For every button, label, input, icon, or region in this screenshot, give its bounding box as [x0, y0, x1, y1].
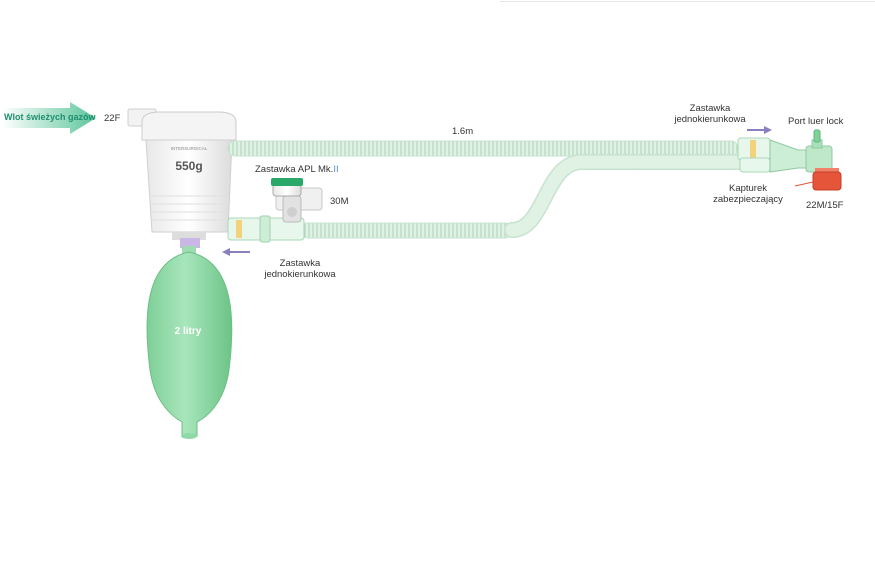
tube-length-label: 1.6m [452, 126, 474, 137]
inspiratory-valve-connector [737, 137, 771, 173]
fresh-gas-inlet-label: Wlot świeżych gazów [4, 112, 96, 122]
expiratory-valve-connector [227, 215, 305, 243]
one-way-valve-top-label: Zastawka jednokierunkowa [674, 103, 746, 125]
expiratory-tube [299, 154, 748, 239]
apl-port-label: 30M [330, 196, 349, 207]
one-way-valve-bottom-label: Zastawka jednokierunkowa [264, 258, 336, 280]
luer-lock-port [813, 129, 821, 143]
protective-cap-label: Kapturek zabezpieczający [713, 183, 783, 205]
inspiratory-tube [227, 140, 739, 157]
patient-port-label: 22M/15F [806, 200, 844, 211]
apl-valve [271, 178, 323, 223]
protective-cap [812, 168, 842, 191]
fresh-gas-port-label: 22F [104, 113, 121, 124]
canister-brand-label: INTERSURGICAL [171, 146, 208, 151]
y-piece [769, 129, 833, 173]
reservoir-bag [146, 246, 233, 439]
luer-lock-port-label: Port luer lock [788, 116, 844, 127]
apl-valve-label: Zastawka APL Mk.II [255, 164, 339, 175]
one-way-valve-arrow-top [747, 126, 772, 134]
cap-pointer-line [794, 181, 814, 187]
canister-capacity-label: 550g [175, 159, 202, 173]
fresh-gas-inlet-arrow [2, 102, 96, 134]
one-way-valve-arrow-bottom [222, 248, 250, 256]
apl-valve-cap [271, 178, 303, 186]
top-divider-line [500, 1, 875, 2]
bag-volume-label: 2 litry [175, 326, 202, 337]
co2-absorber-canister [141, 111, 237, 248]
